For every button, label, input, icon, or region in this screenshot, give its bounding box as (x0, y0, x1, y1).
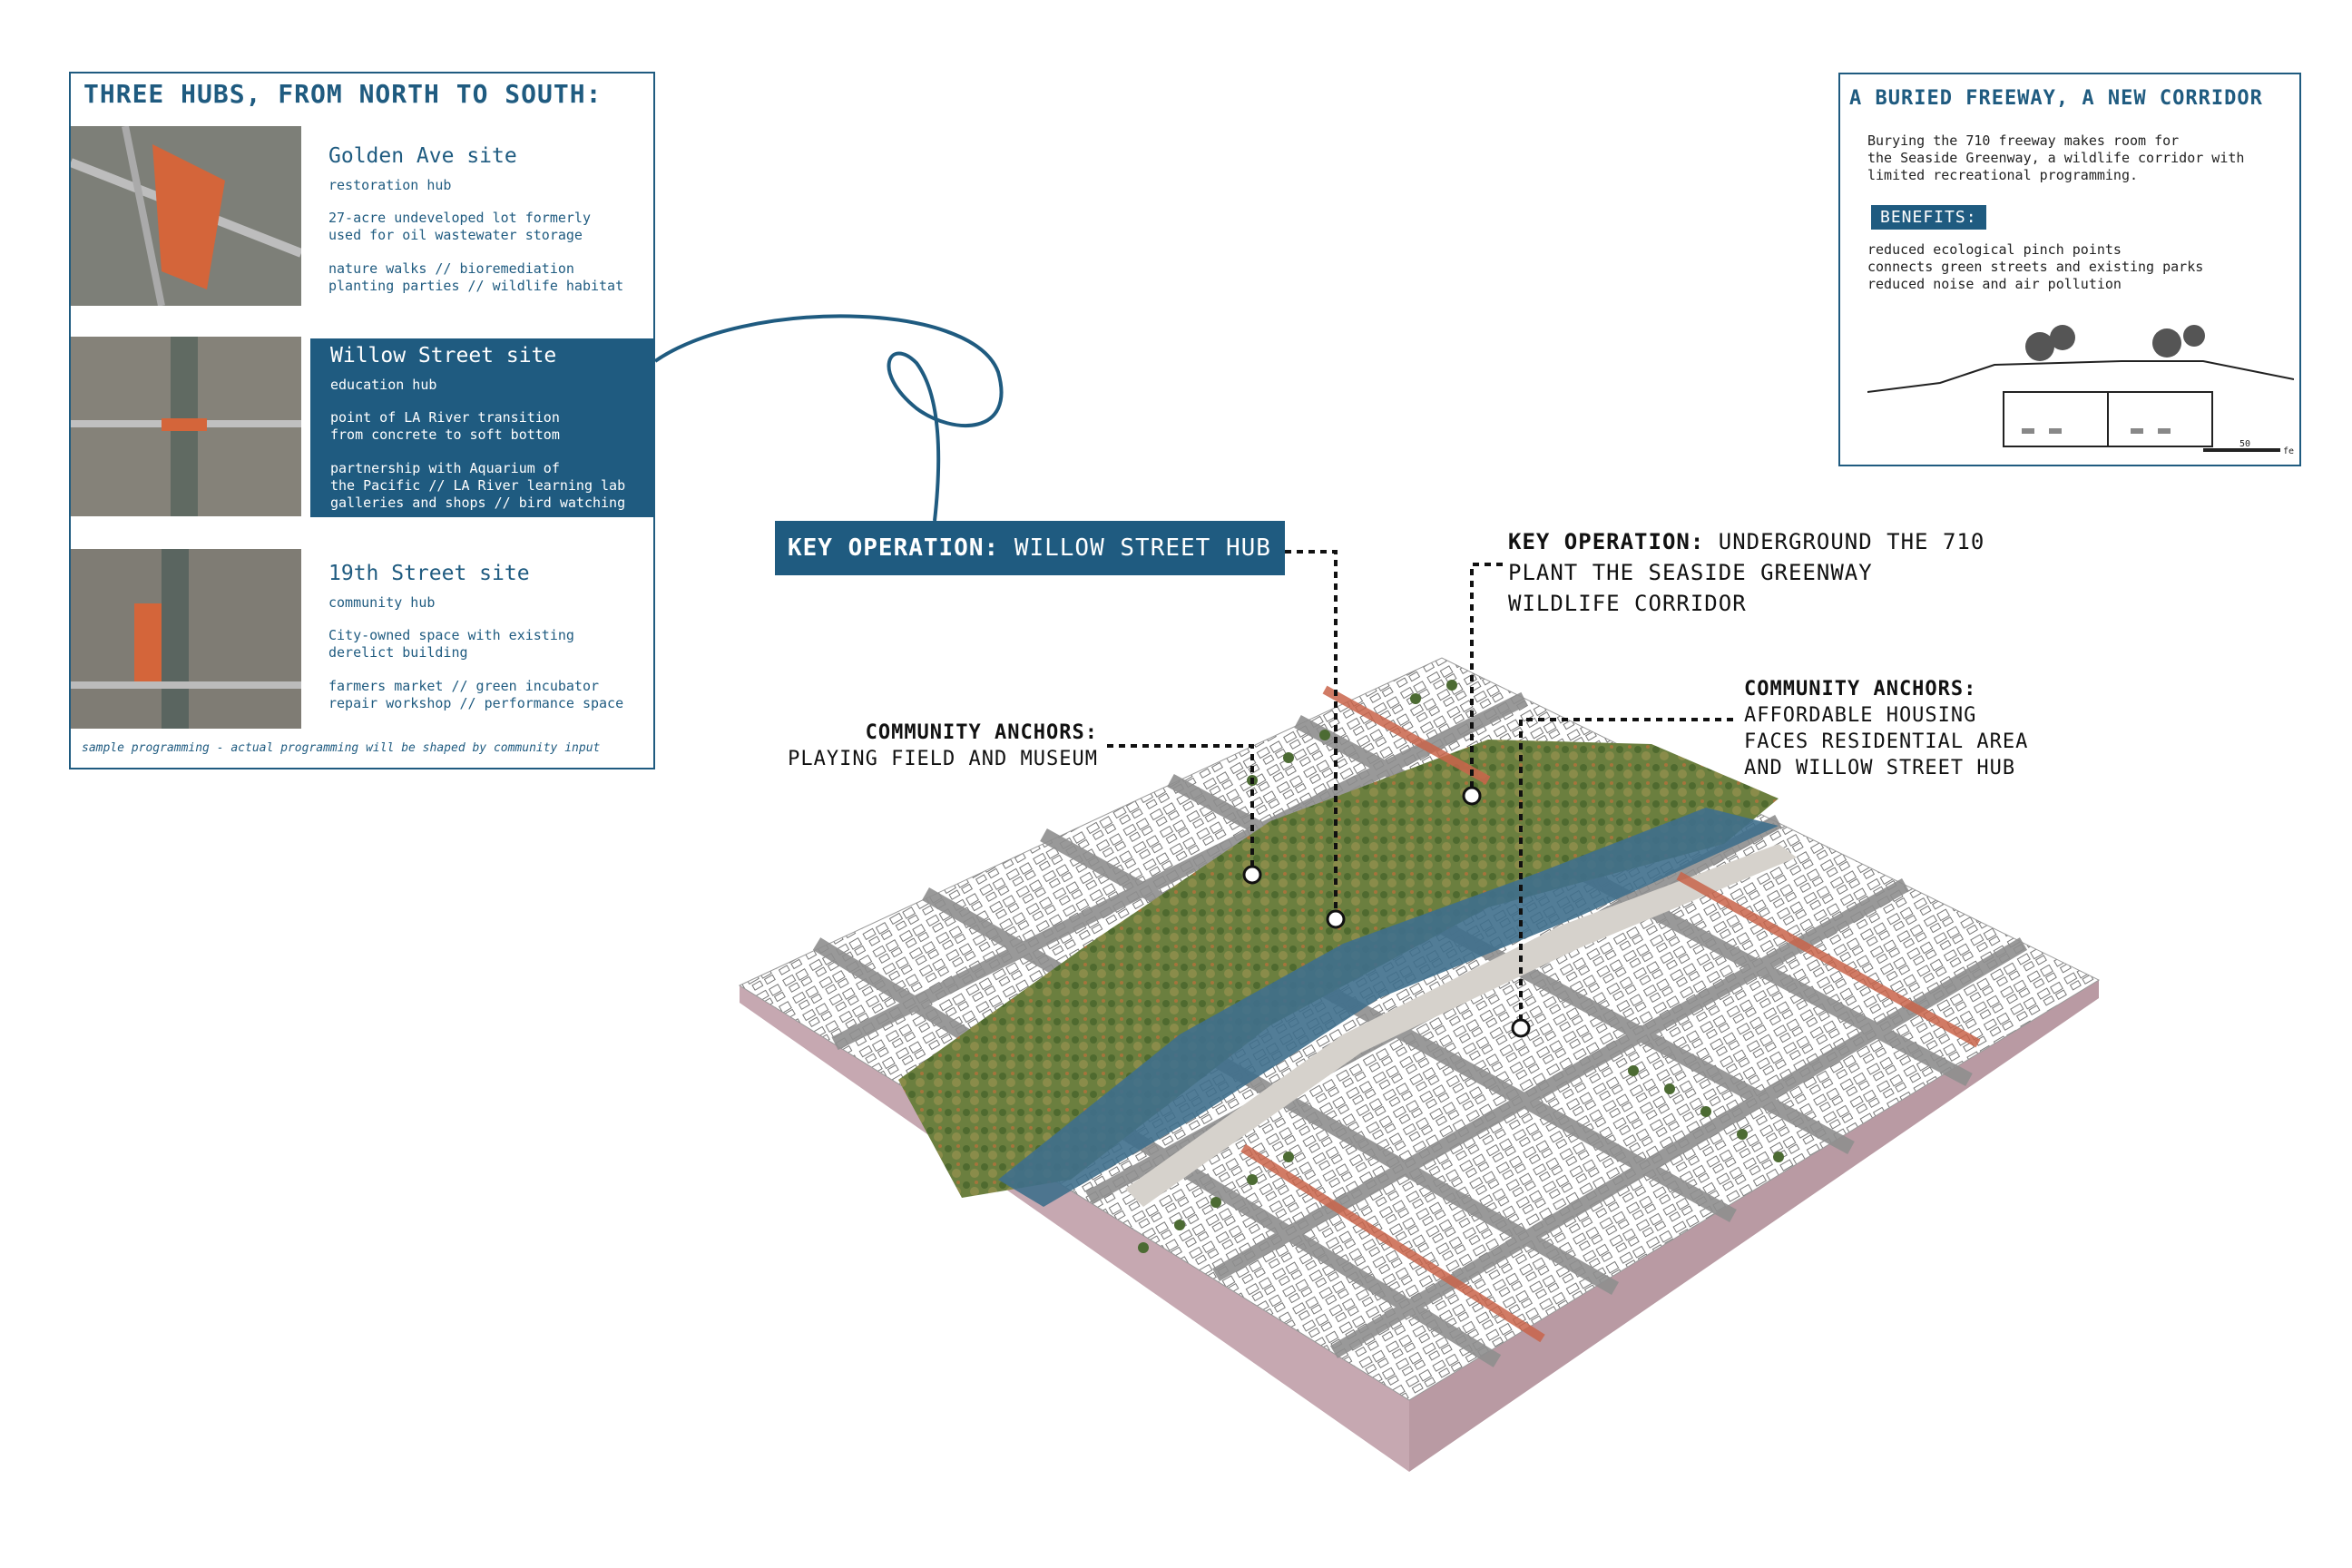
hub-name: 19th Street site (328, 562, 530, 585)
aerial-image (71, 337, 301, 516)
anchor-text: AFFORDABLE HOUSING (1744, 704, 1977, 727)
scale-unit: feet (2283, 446, 2294, 456)
hub-name: Golden Ave site (328, 144, 517, 168)
slab-right-side (1409, 980, 2099, 1472)
golden-ave-aerial (71, 126, 301, 306)
hub-role: education hub (330, 377, 437, 393)
anchor-text: FACES RESIDENTIAL AREA (1744, 730, 2029, 753)
hub-willow-street: Willow Street site education hub point o… (71, 337, 653, 525)
buried-freeway-panel: A BURIED FREEWAY, A NEW CORRIDOR Burying… (1838, 73, 2301, 466)
community-anchors-left: COMMUNITY ANCHORS: PLAYING FIELD AND MUS… (726, 720, 1098, 772)
hub-19th-street: 19th Street site community hub City-owne… (71, 549, 653, 730)
street-trees (1138, 680, 1784, 1253)
key-operation-710-label: KEY OPERATION: UNDERGROUND THE 710 PLANT… (1508, 526, 1984, 619)
green-streets (1240, 685, 1981, 1343)
three-hubs-panel: THREE HUBS, FROM NORTH TO SOUTH: Golden … (69, 72, 655, 769)
willow-street-aerial (71, 337, 301, 516)
hub-programming: partnership with Aquarium of the Pacific… (330, 460, 626, 511)
freeway-title: A BURIED FREEWAY, A NEW CORRIDOR (1849, 87, 2263, 110)
19th-street-aerial (71, 549, 301, 729)
benefits-list: reduced ecological pinch points connects… (1867, 241, 2203, 293)
aerial-image (71, 126, 301, 306)
key-operation-prefix: KEY OPERATION: (788, 534, 1000, 562)
benefit-item: reduced ecological pinch points (1867, 241, 2122, 258)
key-operation-prefix: KEY OPERATION: (1508, 529, 1705, 554)
key-operation-willow-label: KEY OPERATION: WILLOW STREET HUB (775, 521, 1285, 575)
community-anchors-right: COMMUNITY ANCHORS: AFFORDABLE HOUSING FA… (1744, 676, 2028, 781)
key-operation-line: UNDERGROUND THE 710 (1718, 529, 1985, 554)
hub-golden-ave: Golden Ave site restoration hub 27-acre … (71, 126, 653, 308)
la-river (998, 808, 1779, 1207)
hubs-footnote: sample programming - actual programming … (82, 741, 601, 755)
tree-icon (2025, 325, 2205, 361)
freeway-section-drawing: 50 feet (1867, 325, 2294, 456)
hub-programming: nature walks // bioremediation planting … (328, 260, 624, 294)
key-operation-line: WILDLIFE CORRIDOR (1508, 591, 1747, 616)
hub-programming: farmers market // green incubator repair… (328, 678, 624, 711)
anchor-text: AND WILLOW STREET HUB (1744, 757, 2016, 779)
hub-name: Willow Street site (330, 344, 557, 368)
benefit-item: reduced noise and air pollution (1867, 276, 2122, 292)
freeway-body: Burying the 710 freeway makes room for t… (1867, 132, 2245, 183)
neighborhood-grid (738, 657, 2101, 1401)
hubs-title: THREE HUBS, FROM NORTH TO SOUTH: (83, 79, 603, 109)
hub-description: point of LA River transition from concre… (330, 409, 560, 443)
river-levee (1125, 844, 1797, 1207)
hub-role: restoration hub (328, 177, 452, 193)
anchor-text: PLAYING FIELD AND MUSEUM (788, 748, 1098, 770)
hub-role: community hub (328, 594, 436, 611)
anchor-title: COMMUNITY ANCHORS: (1744, 678, 1977, 701)
anchor-title: COMMUNITY ANCHORS: (865, 721, 1098, 744)
aerial-image (71, 549, 301, 729)
key-operation-text: WILLOW STREET HUB (1014, 534, 1271, 562)
benefits-label: BENEFITS: (1871, 205, 1986, 230)
callout-markers (1242, 786, 1531, 1038)
hub-description: City-owned space with existing derelict … (328, 627, 574, 661)
scale-value: 50 (2239, 439, 2250, 449)
connector-loop (653, 314, 1004, 522)
benefit-item: connects green streets and existing park… (1867, 259, 2204, 275)
key-operation-line: PLANT THE SEASIDE GREENWAY (1508, 560, 1873, 585)
hub-description: 27-acre undeveloped lot formerly used fo… (328, 210, 591, 243)
slab-left-side (740, 985, 1409, 1472)
callout-leaders (1107, 550, 1733, 1028)
